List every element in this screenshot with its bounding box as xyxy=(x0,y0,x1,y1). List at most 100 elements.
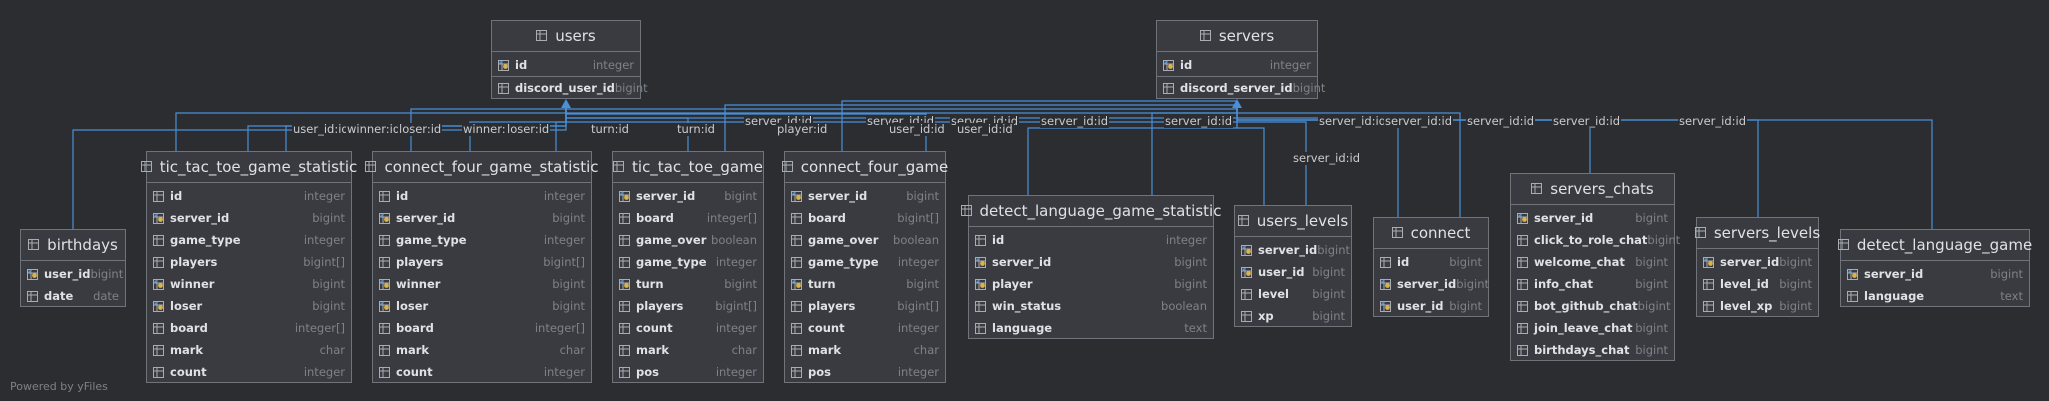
table-header[interactable]: connect xyxy=(1374,218,1488,249)
table-header[interactable]: detect_language_game xyxy=(1837,230,2032,261)
table-header[interactable]: servers_levels xyxy=(1694,218,1820,249)
table-header[interactable]: birthdays xyxy=(21,230,125,261)
column-type: integer xyxy=(303,189,345,203)
key-icon xyxy=(498,59,509,71)
table-header[interactable]: connect_four_game_statistic xyxy=(365,152,599,183)
column-type: char xyxy=(559,343,585,357)
table-header[interactable]: tic_tac_toe_game xyxy=(613,152,763,183)
table-header[interactable]: users_levels xyxy=(1235,206,1351,237)
table-header[interactable]: servers xyxy=(1157,21,1317,52)
table-header[interactable]: detect_language_game_statistic xyxy=(960,196,1221,227)
column-name: mark xyxy=(396,343,430,357)
column-row[interactable]: mark char xyxy=(373,339,591,361)
relationship-label: server_id:id xyxy=(1292,151,1362,165)
column-name: mark xyxy=(170,343,204,357)
column-icon xyxy=(791,344,802,356)
table-header[interactable]: tic_tac_toe_game_statistic xyxy=(140,152,357,183)
table-header[interactable]: users xyxy=(492,21,640,52)
column-icon xyxy=(1241,288,1252,300)
table-header[interactable]: servers_chats xyxy=(1511,174,1674,205)
table-header[interactable]: connect_four_game xyxy=(781,152,948,183)
